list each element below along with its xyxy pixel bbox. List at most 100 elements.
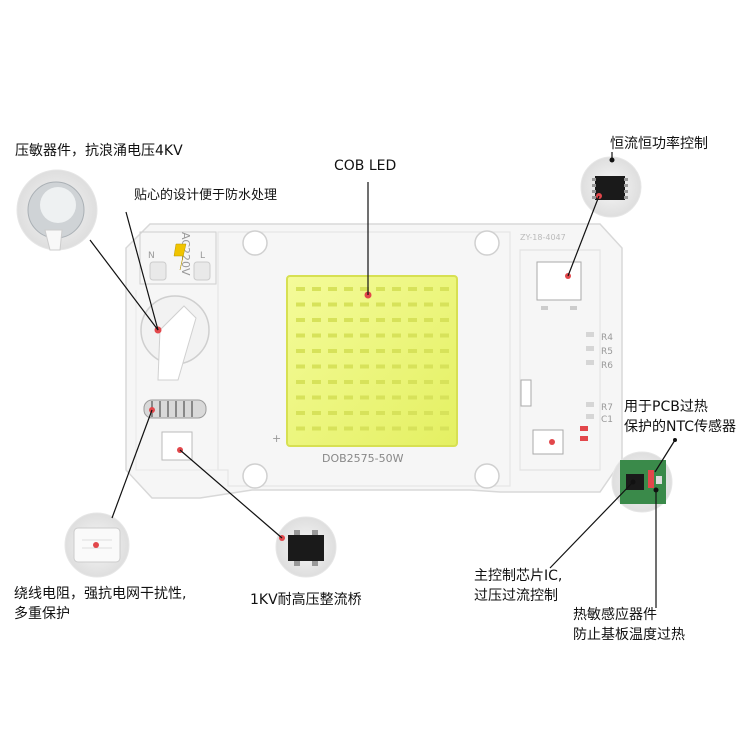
led-chip xyxy=(392,287,401,291)
led-chip xyxy=(312,349,321,353)
led-chip xyxy=(344,349,353,353)
board-n-print: N xyxy=(148,251,155,261)
main-ic-zoom xyxy=(611,451,673,513)
led-chip xyxy=(312,302,321,307)
led-chip xyxy=(408,395,417,400)
led-chip xyxy=(344,380,353,384)
led-chip xyxy=(360,333,369,338)
callout-main-ic-line1: 主控制芯片IC, xyxy=(474,568,563,584)
led-chip xyxy=(312,287,321,291)
board-model-print: DOB2575-50W xyxy=(322,452,404,465)
leader-dots xyxy=(609,157,677,493)
varistor-zoom xyxy=(16,169,98,251)
led-chip xyxy=(424,333,433,338)
led-chip xyxy=(424,349,433,353)
led-chip xyxy=(376,333,385,338)
led-chip xyxy=(408,349,417,353)
led-chip xyxy=(328,364,337,369)
led-chip xyxy=(424,426,433,431)
mount-hole xyxy=(242,463,268,489)
led-chip xyxy=(328,395,337,400)
led-chip xyxy=(328,318,337,322)
led-chip xyxy=(360,411,369,415)
resistor-label-r7: R7 xyxy=(601,403,613,413)
led-chip xyxy=(440,302,449,307)
callout-ntc-line2: 保护的NTC传感器 xyxy=(624,419,736,435)
led-chip xyxy=(360,364,369,369)
resistor-pad xyxy=(586,346,594,351)
warning-icon xyxy=(173,243,187,271)
led-chip xyxy=(312,426,321,431)
led-chip xyxy=(360,395,369,400)
led-chip xyxy=(424,380,433,384)
led-chip xyxy=(408,380,417,384)
led-chip xyxy=(328,380,337,384)
led-chip xyxy=(312,364,321,369)
led-chip xyxy=(392,333,401,338)
bridge-zoom xyxy=(275,516,337,578)
led-chip xyxy=(424,287,433,291)
led-chip xyxy=(408,411,417,415)
cob-led-panel xyxy=(286,275,458,447)
led-chip xyxy=(312,411,321,415)
led-chip xyxy=(376,411,385,415)
led-chip xyxy=(440,318,449,322)
ntc-pad xyxy=(532,429,564,455)
led-chip xyxy=(424,364,433,369)
mount-hole xyxy=(474,463,500,489)
resistor-label-r4: R4 xyxy=(601,333,613,343)
led-chip xyxy=(376,349,385,353)
callout-surge: 压敏器件，抗浪涌电压4KV xyxy=(15,141,183,161)
led-chip xyxy=(312,318,321,322)
led-chip xyxy=(344,287,353,291)
led-chip xyxy=(392,380,401,384)
led-chip xyxy=(392,364,401,369)
callout-thermal-line2: 防止基板温度过热 xyxy=(573,627,685,643)
led-chip xyxy=(312,380,321,384)
led-chip xyxy=(344,364,353,369)
led-chip xyxy=(344,318,353,322)
led-chip xyxy=(408,426,417,431)
led-chip xyxy=(296,287,305,291)
led-chip xyxy=(440,287,449,291)
led-chip xyxy=(296,364,305,369)
led-chip xyxy=(376,380,385,384)
led-chip xyxy=(296,349,305,353)
led-chip xyxy=(344,426,353,431)
led-chip xyxy=(328,287,337,291)
led-chip xyxy=(392,426,401,431)
resistor-zoom xyxy=(64,512,130,578)
led-chip xyxy=(424,395,433,400)
resistor-label-r6: R6 xyxy=(601,361,613,371)
callout-cob-led: COB LED xyxy=(334,156,396,176)
resistor-pad xyxy=(586,414,594,419)
board-l-print: L xyxy=(200,251,205,261)
board-rating-print: AC220V xyxy=(179,232,192,276)
led-chip xyxy=(392,318,401,322)
led-chip xyxy=(360,426,369,431)
callout-surge-text: 压敏器件，抗浪涌电压4KV xyxy=(15,143,183,159)
callout-resistor: 绕线电阻，强抗电网干扰性, 多重保护 xyxy=(14,584,186,624)
led-chip xyxy=(376,364,385,369)
mount-hole xyxy=(242,230,268,256)
led-chip xyxy=(424,411,433,415)
led-chip xyxy=(440,349,449,353)
resistor-pad xyxy=(586,402,594,407)
callout-waterproof: 贴心的设计便于防水处理 xyxy=(134,186,277,206)
callout-constant-current: 恒流恒功率控制 xyxy=(610,134,708,154)
led-chip xyxy=(296,318,305,322)
led-chip xyxy=(344,302,353,307)
callout-thermal-line1: 热敏感应器件 xyxy=(573,607,657,623)
led-chip xyxy=(296,380,305,384)
led-chip xyxy=(360,318,369,322)
board-serial-print: ZY-18-4047 xyxy=(520,233,566,242)
callout-cob-led-text: COB LED xyxy=(334,158,397,174)
callout-constant-current-text: 恒流恒功率控制 xyxy=(610,136,708,152)
led-chip xyxy=(408,333,417,338)
led-chip xyxy=(440,395,449,400)
callout-bridge-text: 1KV耐高压整流桥 xyxy=(250,592,362,608)
led-chip xyxy=(312,333,321,338)
callout-ntc: 用于PCB过热 保护的NTC传感器 xyxy=(624,397,736,437)
